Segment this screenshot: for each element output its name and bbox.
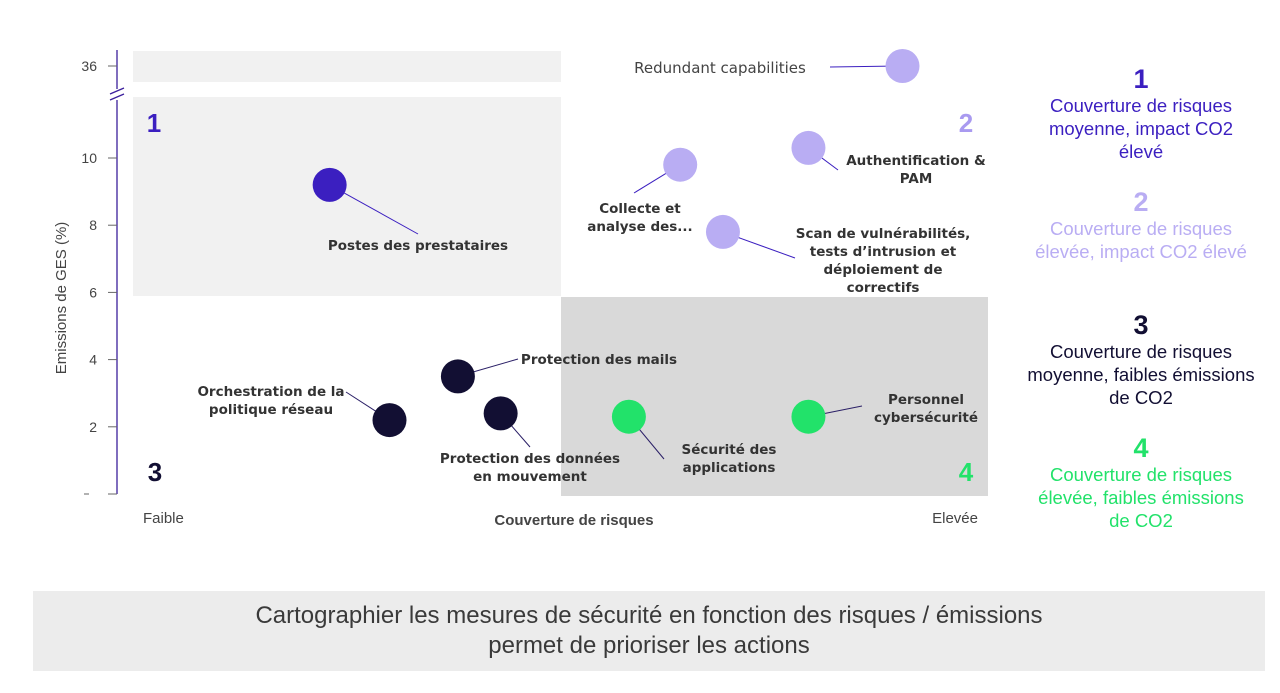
y-tick-label: 8 [89, 217, 97, 233]
data-point [611, 399, 646, 434]
legend-quadrant-2: 2 Couverture de risques élevée, impact C… [1026, 187, 1256, 263]
y-axis-label: Emissions de GES (%) [53, 222, 70, 375]
break-band [133, 51, 561, 82]
legend-quadrant-3: 3 Couverture de risques moyenne, faibles… [1026, 310, 1256, 409]
data-point [372, 403, 407, 438]
data-point [791, 399, 826, 434]
data-point [885, 49, 920, 83]
axis-break-mark [109, 87, 125, 95]
quadrant-number: 2 [959, 108, 973, 138]
y-tick-label: 2 [89, 419, 97, 435]
y-tick-label: 6 [89, 284, 97, 300]
legend-quadrant-4: 4 Couverture de risques élevée, faibles … [1026, 433, 1256, 532]
y-tick-label: 36 [81, 58, 97, 74]
x-tick-label: Faible [143, 510, 184, 527]
data-point [705, 214, 740, 249]
data-point [440, 359, 475, 394]
point-label: Redundant capabilities [634, 59, 806, 77]
footer-text: Cartographier les mesures de sécurité en… [255, 602, 1043, 659]
data-point [312, 167, 347, 202]
legend-number: 2 [1133, 187, 1149, 217]
legend-text: Couverture de risques élevée, impact CO2… [1035, 218, 1247, 262]
data-point [483, 396, 518, 431]
legend-text: Couverture de risques moyenne, faibles é… [1027, 341, 1255, 408]
axis-break-mark [109, 93, 125, 101]
quadrant-number: 3 [148, 457, 162, 487]
point-label: Scan de vulnérabilités,tests d’intrusion… [796, 226, 971, 296]
x-axis-label: Couverture de risques [494, 512, 653, 529]
quadrant-number: 1 [147, 108, 161, 138]
legend-number: 4 [1133, 433, 1149, 463]
legend-quadrant-1: 1 Couverture de risques moyenne, impact … [1026, 64, 1256, 163]
quadrant-1-area [133, 97, 561, 296]
legend-number: 1 [1133, 64, 1149, 94]
y-tick-label: 10 [81, 150, 97, 166]
point-label: Protection des mails [521, 352, 677, 368]
legend-number: 3 [1133, 310, 1149, 340]
x-tick-label: Elevée [932, 510, 978, 527]
point-label: Authentification &PAM [846, 153, 986, 187]
footer-banner: Cartographier les mesures de sécurité en… [33, 591, 1265, 671]
quadrant-number: 4 [959, 457, 974, 487]
data-point [663, 147, 698, 182]
legend-text: Couverture de risques moyenne, impact CO… [1048, 95, 1234, 162]
legend-text: Couverture de risques élevée, faibles ém… [1038, 464, 1244, 531]
point-label: Postes des prestataires [328, 238, 508, 254]
quadrant-4-area [561, 297, 988, 496]
y-tick-label: 4 [89, 352, 97, 368]
data-point [791, 130, 826, 165]
